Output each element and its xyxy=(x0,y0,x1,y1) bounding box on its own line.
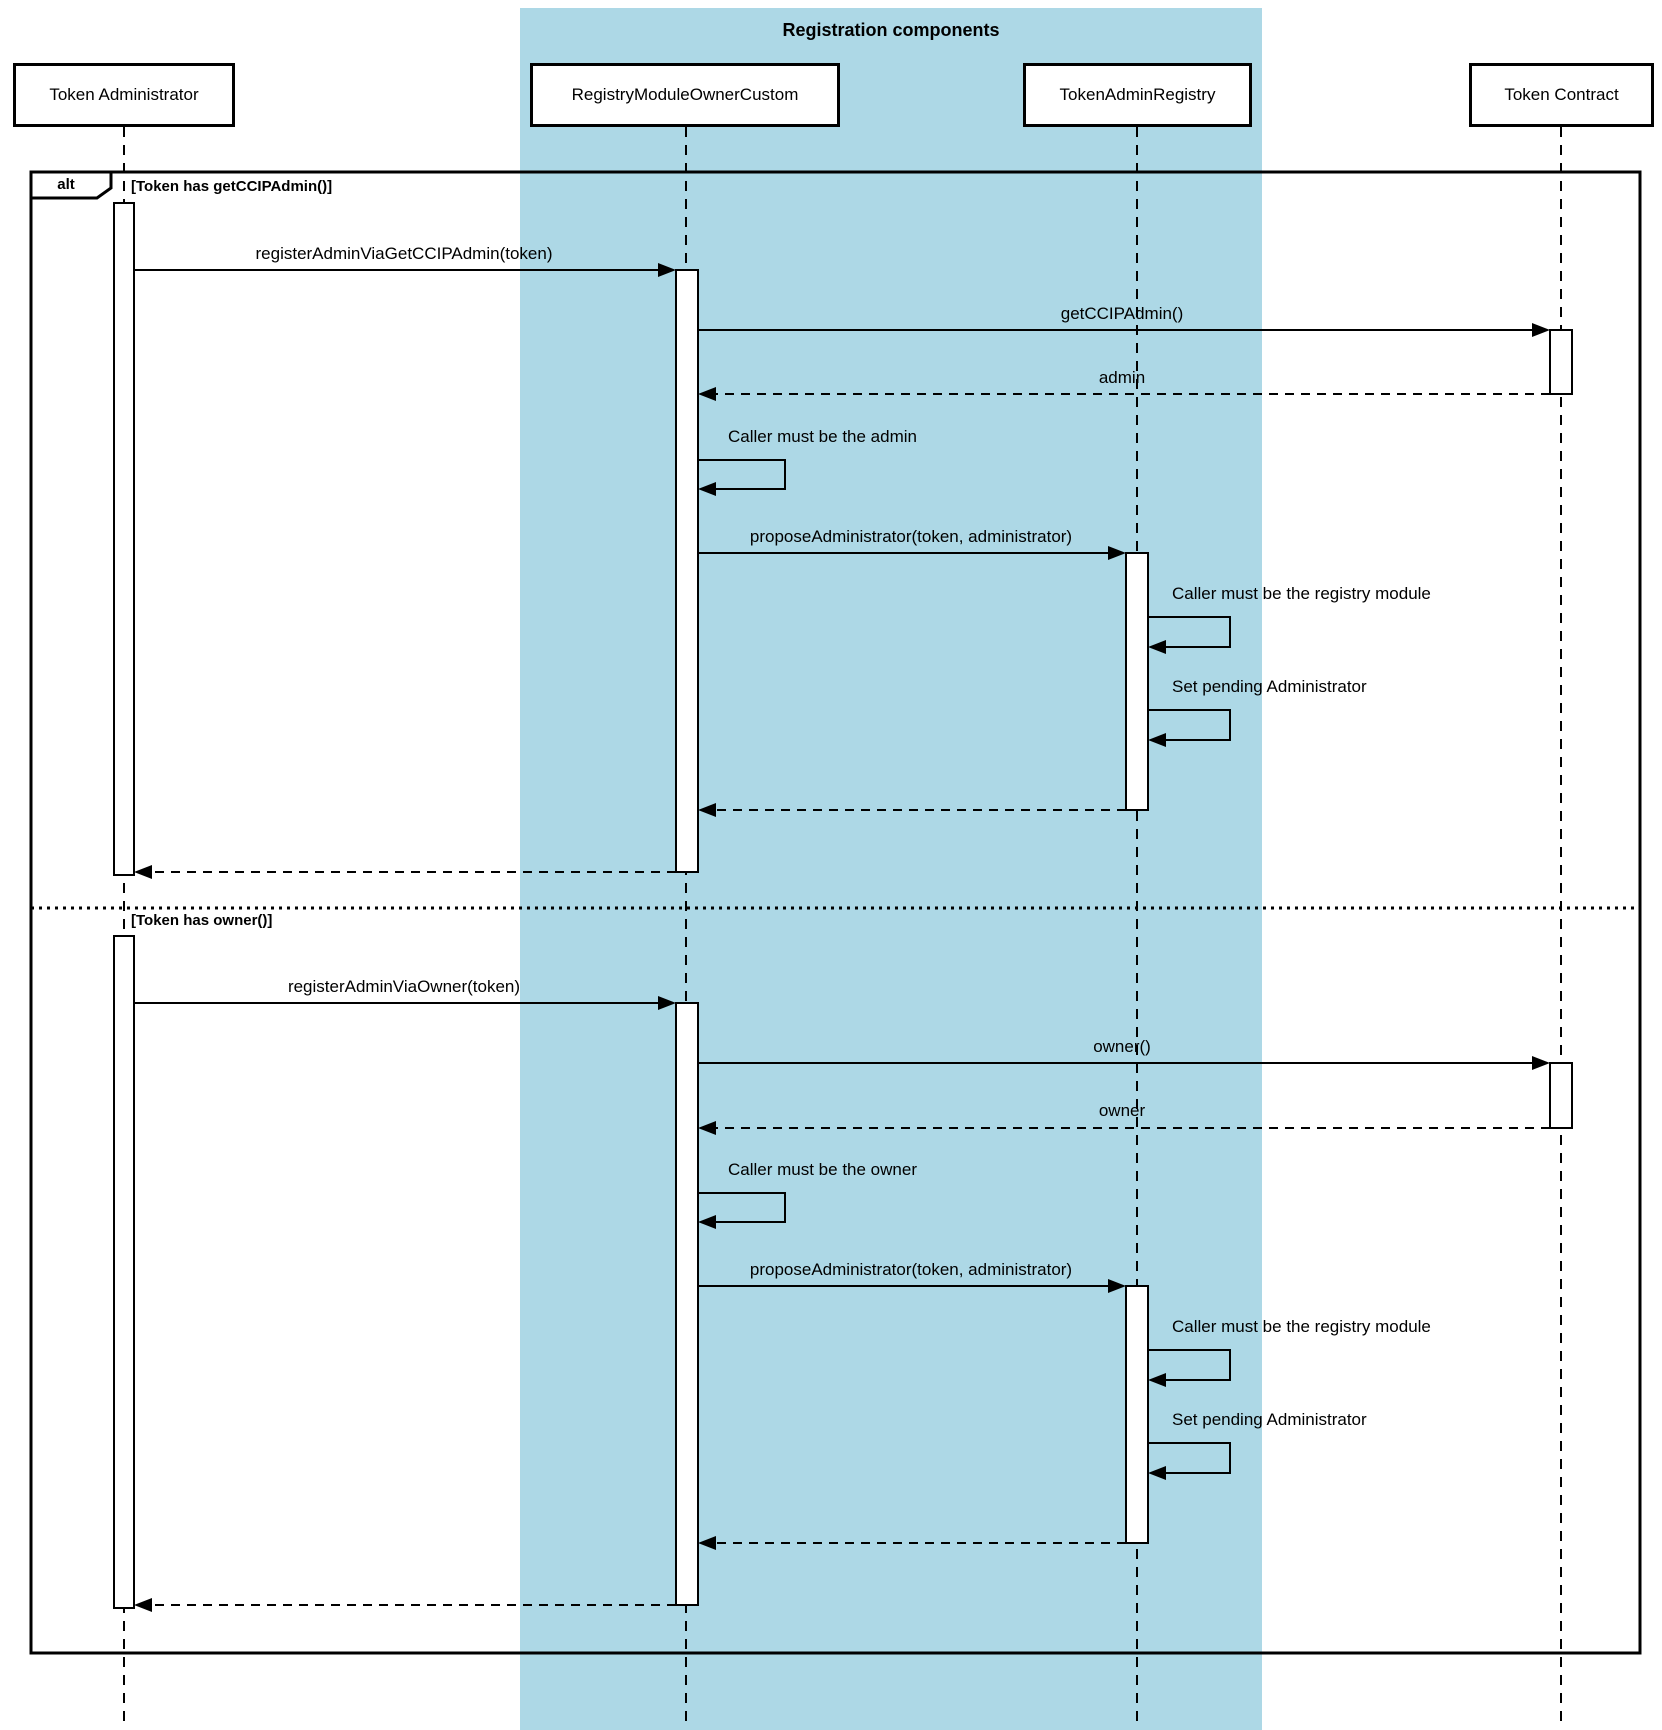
activation-bar xyxy=(1549,1062,1573,1129)
message-label: admin xyxy=(1098,368,1146,387)
guard-condition: [Token has owner()] xyxy=(131,912,273,929)
lifelines xyxy=(123,127,1562,1725)
activation-bar xyxy=(1125,1285,1149,1544)
message-label: Caller must be the registry module xyxy=(1172,1317,1431,1336)
arrowhead-left-icon xyxy=(698,1215,716,1229)
arrowhead-left-icon xyxy=(698,482,716,496)
participant-token-contract: Token Contract xyxy=(1469,63,1654,127)
participant-token-administrator: Token Administrator xyxy=(13,63,235,127)
guard-condition: [Token has getCCIPAdmin()] xyxy=(131,178,333,195)
message-label: owner xyxy=(1098,1101,1146,1120)
message-label: Caller must be the registry module xyxy=(1172,584,1431,603)
message-label: proposeAdministrator(token, administrato… xyxy=(749,1260,1073,1279)
message-label: Set pending Administrator xyxy=(1172,1410,1367,1429)
self-message-loop xyxy=(698,459,786,490)
alt-operator-label: alt xyxy=(57,176,75,193)
arrowhead-right-icon xyxy=(1532,323,1550,337)
arrowhead-right-icon xyxy=(1108,546,1126,560)
participant-name: Token Administrator xyxy=(49,85,199,104)
message-label: Set pending Administrator xyxy=(1172,677,1367,696)
arrowhead-left-icon xyxy=(698,387,716,401)
message-label: getCCIPAdmin() xyxy=(1060,304,1184,323)
arrowhead-left-icon xyxy=(1148,1466,1166,1480)
participant-name: TokenAdminRegistry xyxy=(1059,85,1216,104)
participant-name: Token Contract xyxy=(1504,85,1619,104)
section-2-arrows xyxy=(134,996,1550,1612)
activation-bar xyxy=(113,935,135,1609)
activation-bar xyxy=(675,1002,699,1606)
arrowhead-right-icon xyxy=(1108,1279,1126,1293)
self-message-loop xyxy=(698,1192,786,1223)
participant-name: RegistryModuleOwnerCustom xyxy=(571,85,799,104)
message-label: Caller must be the admin xyxy=(728,427,917,446)
self-message-loop xyxy=(1148,1349,1231,1381)
message-label: Caller must be the owner xyxy=(728,1160,917,1179)
arrowhead-left-icon xyxy=(1148,733,1166,747)
self-message-loop xyxy=(1148,616,1231,648)
arrowhead-left-icon xyxy=(134,1598,152,1612)
message-label: owner() xyxy=(1093,1037,1151,1056)
arrowhead-right-icon xyxy=(658,263,676,277)
arrowhead-right-icon xyxy=(658,996,676,1010)
band-title: Registration components xyxy=(782,20,1000,40)
arrowhead-right-icon xyxy=(1532,1056,1550,1070)
self-message-loop xyxy=(1148,709,1231,741)
activation-bar xyxy=(675,269,699,873)
activation-bar xyxy=(1549,329,1573,395)
activation-bars xyxy=(113,202,1573,1609)
message-label: registerAdminViaGetCCIPAdmin(token) xyxy=(255,244,553,263)
arrowhead-left-icon xyxy=(698,1121,716,1135)
arrowhead-left-icon xyxy=(1148,640,1166,654)
section-1-arrows xyxy=(134,263,1550,879)
message-label: registerAdminViaOwner(token) xyxy=(287,977,521,996)
message-label: proposeAdministrator(token, administrato… xyxy=(749,527,1073,546)
activation-bar xyxy=(1125,552,1149,811)
self-message-loop xyxy=(1148,1442,1231,1474)
activation-bar xyxy=(113,202,135,876)
alt-frame-border xyxy=(29,170,1642,1655)
arrowhead-left-icon xyxy=(1148,1373,1166,1387)
arrowhead-left-icon xyxy=(698,1536,716,1550)
alt-frame xyxy=(29,170,1642,1655)
alt-label-pentagon xyxy=(29,170,113,200)
arrowhead-left-icon xyxy=(698,803,716,817)
participant-registry-module-owner-custom: RegistryModuleOwnerCustom xyxy=(530,63,840,127)
participant-token-admin-registry: TokenAdminRegistry xyxy=(1023,63,1252,127)
arrowhead-left-icon xyxy=(134,865,152,879)
